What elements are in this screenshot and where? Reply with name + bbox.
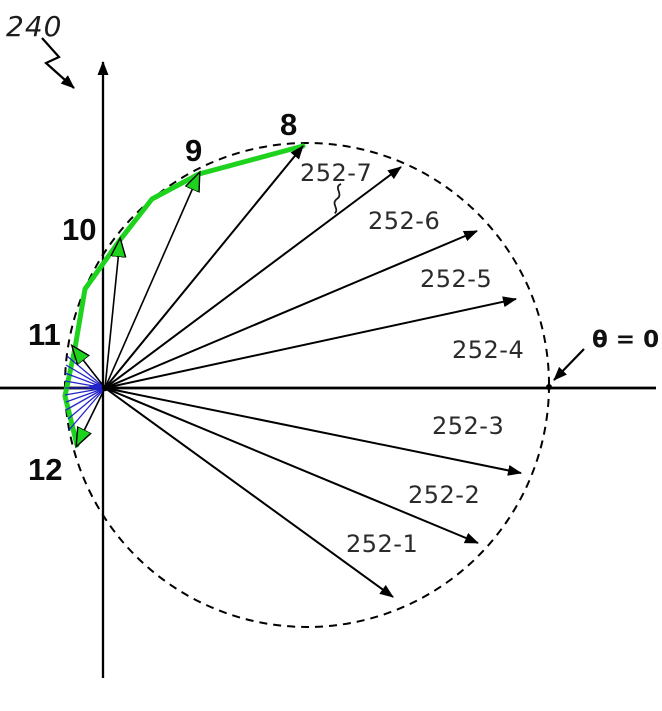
label-252-2: 252-2 (408, 481, 480, 509)
origin-dot (101, 384, 109, 392)
theta-pointer-arrow (553, 348, 585, 381)
leader-252-7 (333, 183, 342, 215)
point-label-10: 10 (62, 212, 96, 247)
label-252-5: 252-5 (420, 265, 492, 293)
label-252-1: 252-1 (346, 530, 418, 558)
point-label-8: 8 (280, 107, 297, 142)
vector-point-8 (104, 145, 304, 389)
label-252-3: 252-3 (432, 412, 504, 440)
point-label-9: 9 (185, 133, 202, 168)
vector-252-5 (104, 296, 517, 389)
vector-252-2 (104, 387, 479, 544)
black-vectors (104, 145, 522, 598)
green-tipped-vectors (73, 174, 199, 445)
vector-252-6 (104, 230, 478, 389)
label-252-6: 252-6 (368, 207, 440, 235)
vector-252-7 (104, 166, 402, 389)
theta-zero-label: θ = 0 (592, 327, 659, 353)
vector-252-3 (104, 387, 522, 476)
vector-point-11 (73, 347, 106, 389)
vector-point-9 (104, 174, 199, 389)
theta-zero-point-dot (546, 384, 552, 390)
figure-reference-number: 240 (6, 10, 62, 43)
label-252-7: 252-7 (300, 159, 372, 187)
vector-point-10 (104, 240, 120, 389)
point-label-12: 12 (28, 452, 62, 487)
label-252-4: 252-4 (452, 336, 524, 364)
ref-240-zigzag-arrow (41, 37, 75, 89)
vector-point-12 (77, 387, 106, 445)
point-label-11: 11 (28, 317, 61, 352)
blue-arrowhead (87, 382, 102, 392)
vector-252-1 (104, 387, 394, 598)
